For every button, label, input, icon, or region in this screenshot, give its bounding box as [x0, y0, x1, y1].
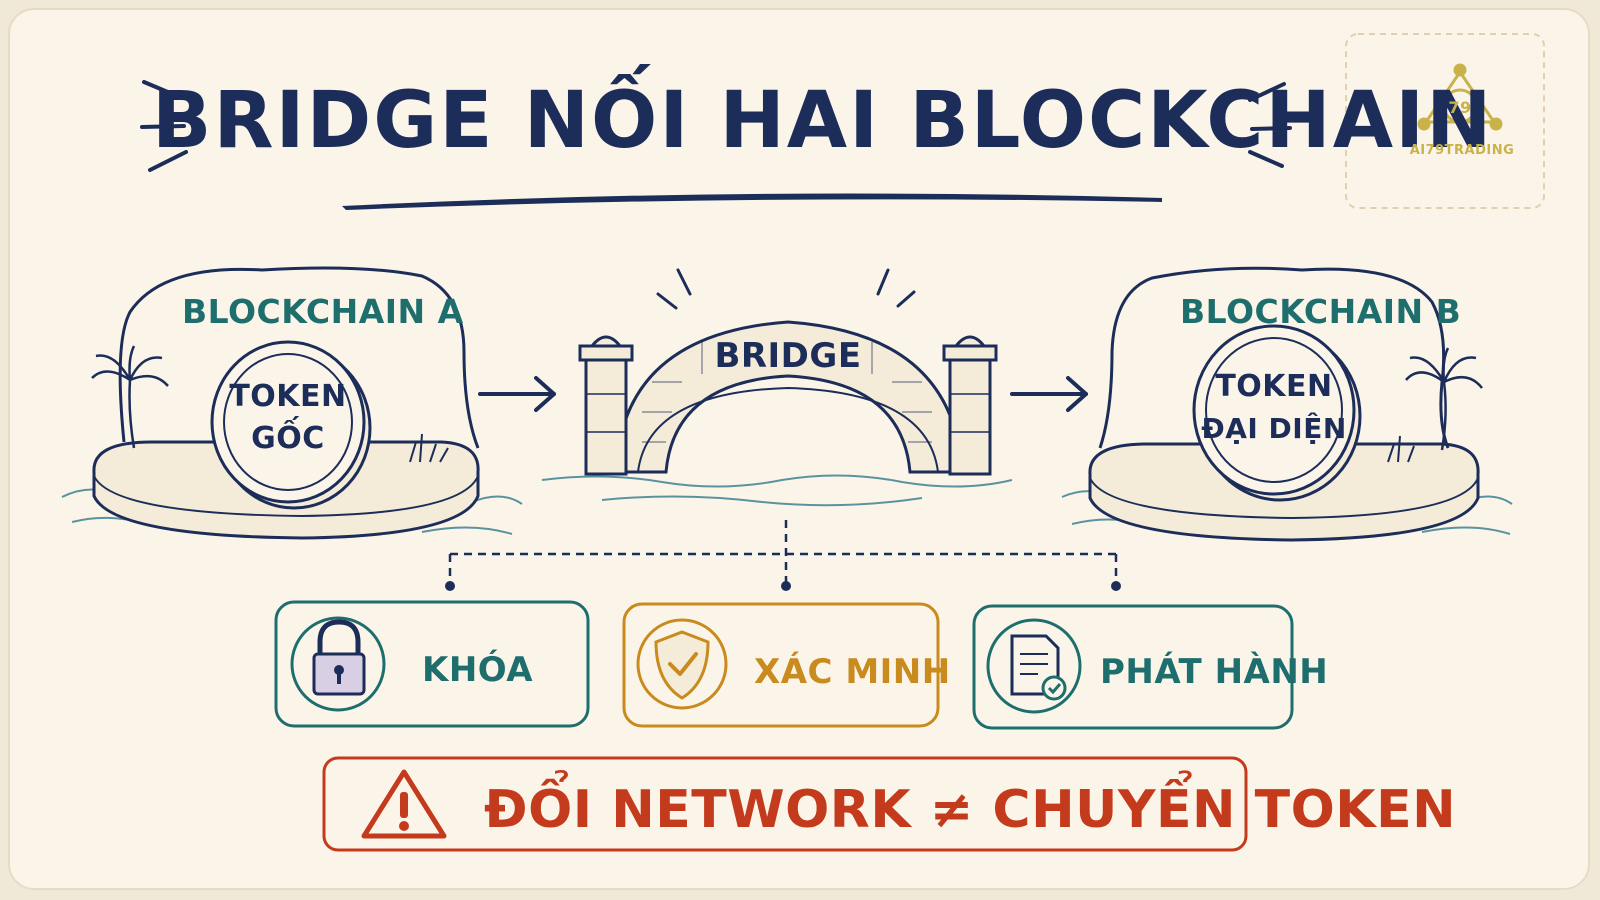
title-accent-right — [1248, 82, 1292, 168]
diagram-art — [61, 33, 1545, 852]
grass-icon — [409, 433, 449, 463]
step-label-xac-minh: XÁC MINH — [754, 652, 951, 692]
palm-tree-icon — [1405, 347, 1483, 451]
logo-number: 79 — [1448, 98, 1472, 117]
bridge-tower-left — [578, 335, 634, 476]
coin-b-line2: ĐẠI DIỆN — [1201, 412, 1347, 445]
coin-a-line2: GỐC — [251, 421, 325, 456]
arrow-bridge-to-b — [1010, 376, 1088, 412]
coin-token-dai-dien — [1192, 324, 1362, 502]
warning-box — [322, 756, 1248, 852]
coin-token-goc — [210, 340, 372, 510]
chain-a-cloud — [118, 266, 480, 449]
logo-box — [1345, 33, 1545, 209]
bridge-label: BRIDGE — [714, 336, 862, 376]
step-connectors — [448, 520, 1118, 582]
arrow-a-to-bridge — [478, 376, 556, 412]
title-accent-left — [140, 80, 188, 172]
connector-dots — [445, 581, 1121, 591]
page-title: BRIDGE NỐI HAI BLOCKCHAIN — [152, 76, 1494, 166]
canvas: BRIDGE NỐI HAI BLOCKCHAIN AI79TRADING 79… — [8, 8, 1590, 890]
chain-b-label: BLOCKCHAIN B — [1180, 292, 1462, 331]
palm-tree-icon — [91, 345, 169, 449]
document-check-icon — [986, 618, 1082, 714]
lock-icon — [290, 616, 386, 712]
chain-a-label: BLOCKCHAIN A — [182, 292, 464, 331]
bridge-illustration — [541, 268, 1013, 507]
bridge-tower-right — [942, 335, 998, 476]
warning-text: ĐỔI NETWORK ≠ CHUYỂN TOKEN — [484, 780, 1457, 840]
coin-b-line1: TOKEN — [1215, 369, 1333, 404]
title-underline — [342, 193, 1162, 210]
warning-icon — [361, 769, 447, 839]
shield-check-icon — [636, 618, 728, 710]
logo-mark — [1417, 63, 1503, 131]
coin-a-line1: TOKEN — [229, 379, 347, 414]
step-box-xac-minh — [622, 602, 940, 728]
grass-icon — [1387, 435, 1415, 463]
bridge-water — [541, 474, 1013, 507]
step-label-khoa: KHÓA — [422, 650, 534, 690]
logo-text: AI79TRADING — [1409, 143, 1515, 158]
bridge-spark-lines — [656, 268, 916, 310]
step-label-phat-hanh: PHÁT HÀNH — [1100, 652, 1329, 692]
island-a-water — [61, 488, 523, 535]
